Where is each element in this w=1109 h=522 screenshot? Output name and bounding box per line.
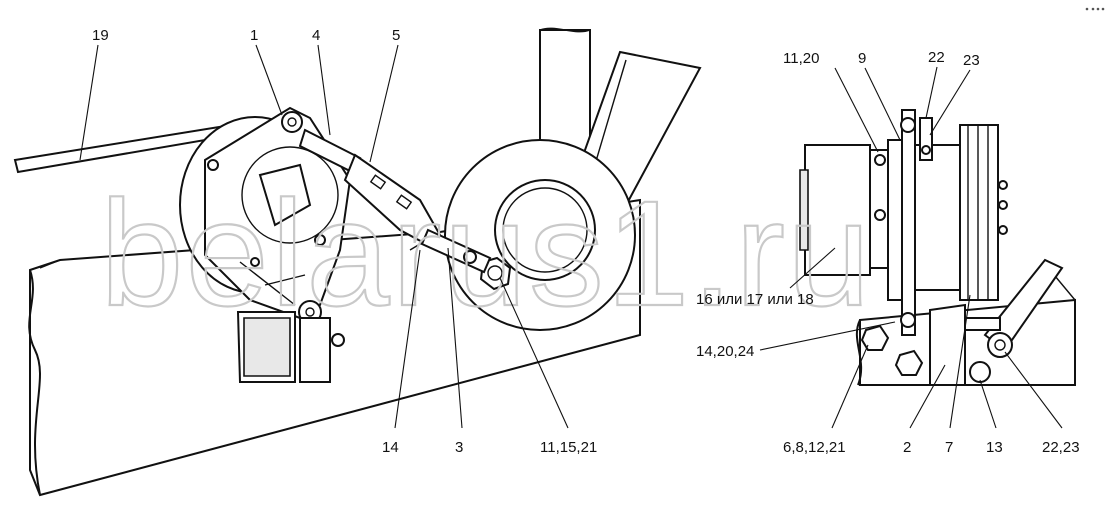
- square-nut: [258, 163, 312, 227]
- label-14: 14: [382, 439, 399, 456]
- pulley-disc-7: [959, 124, 999, 301]
- label-5: 5: [392, 27, 400, 44]
- label-4: 4: [312, 27, 320, 44]
- label-22-23: 22,23: [1042, 439, 1080, 456]
- right-assembly-view: [799, 109, 1076, 386]
- expand-dots-icon[interactable]: [1085, 7, 1105, 11]
- label-6-8-12-21: 6,8,12,21: [783, 439, 846, 456]
- label-16-17-18: 16 или 17 или 18: [696, 291, 814, 308]
- shaft-tube-outer: [494, 179, 596, 281]
- label-11-15-21: 11,15,21: [540, 439, 597, 456]
- label-1: 1: [250, 27, 258, 44]
- nut-11-15-21: [479, 256, 512, 291]
- label-3: 3: [455, 439, 463, 456]
- roller-end: [987, 332, 1013, 358]
- label-9: 9: [858, 50, 866, 67]
- label-2: 2: [903, 439, 911, 456]
- bracket-block-2: [929, 303, 966, 386]
- label-23: 23: [963, 52, 980, 69]
- label-11-20: 11,20: [783, 50, 819, 67]
- label-7: 7: [945, 439, 953, 456]
- label-19: 19: [92, 27, 109, 44]
- callout-labels: 19 1 4 5 14 3 11,15,21 11,20 9 22 23 16 …: [92, 27, 1080, 456]
- label-13: 13: [986, 439, 1003, 456]
- flange-plate: [869, 149, 889, 269]
- plate-9: [901, 109, 916, 336]
- label-14-20-24: 14,20,24: [696, 343, 754, 360]
- leader-lines: [79, 44, 1063, 429]
- label-22: 22: [928, 49, 945, 66]
- bolt-left: [207, 159, 219, 171]
- watermark-text: belarus1.ru: [100, 169, 872, 337]
- bolt-top: [281, 111, 303, 133]
- left-assembly-view: [13, 27, 702, 497]
